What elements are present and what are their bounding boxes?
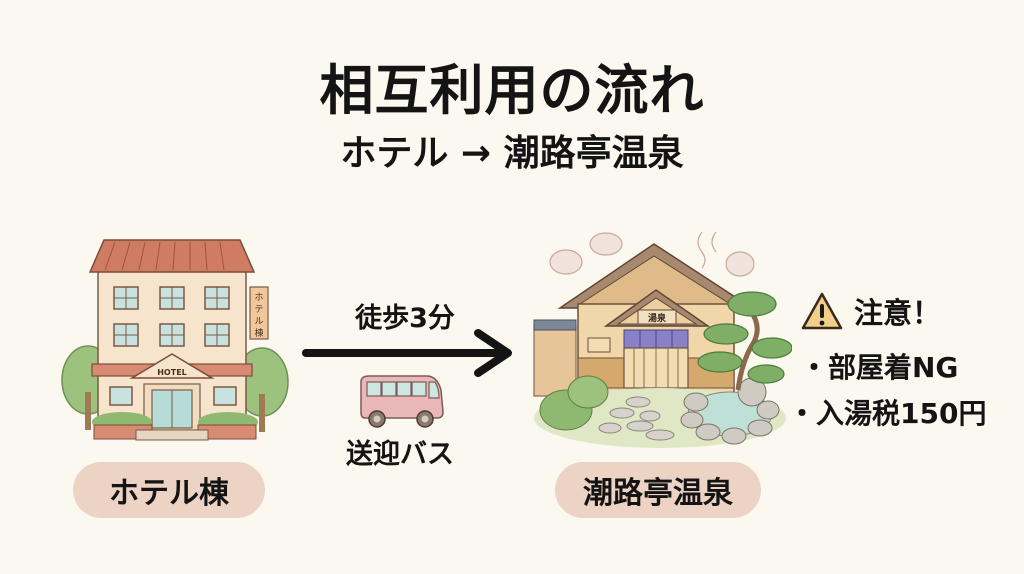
svg-text:ホ: ホ [254, 292, 263, 303]
walk-route-label: 徒歩3分 [355, 303, 455, 334]
svg-text:テ: テ [254, 304, 263, 315]
bus-route-label: 送迎バス [346, 439, 454, 470]
svg-text:湯泉: 湯泉 [648, 312, 667, 324]
page-title: 相互利用の流れ [319, 59, 705, 122]
onsen-building-illustration: 湯泉 [533, 231, 792, 448]
onsen-label-pill: 潮路亭温泉 [555, 462, 761, 518]
caution-note-bath-tax: ・入湯税150円 [788, 397, 987, 430]
steam-icon [549, 231, 755, 277]
caution-header: 注意！ [800, 288, 941, 334]
hotel-building-illustration: ホ テ ル 棟 HOTEL [61, 239, 289, 441]
caution-title: 注意！ [854, 296, 942, 330]
hotel-label-pill: ホテル棟 [73, 462, 265, 518]
arrow-right-icon [302, 329, 512, 377]
svg-text:HOTEL: HOTEL [157, 368, 187, 377]
page-subtitle: ホテル → 潮路亭温泉 [340, 133, 684, 174]
svg-text:ル: ル [254, 317, 263, 327]
warning-icon [801, 292, 843, 330]
svg-text:棟: 棟 [254, 327, 263, 339]
bus-icon [360, 375, 444, 428]
caution-note-room-wear: ・部屋着NG [800, 351, 959, 384]
